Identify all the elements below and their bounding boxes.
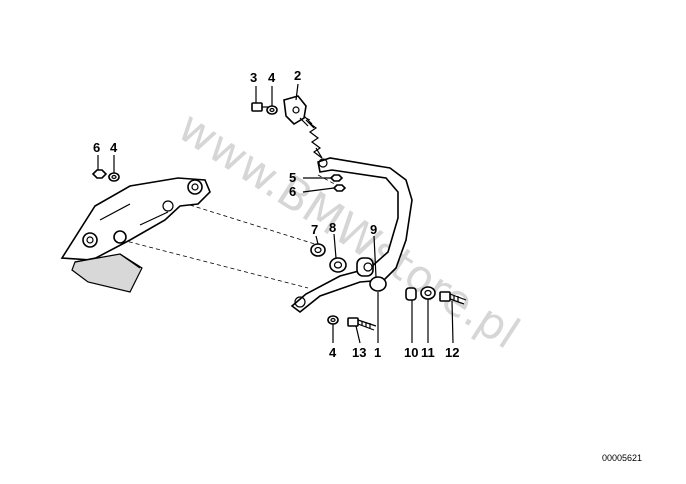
callout-leaders (97, 83, 454, 344)
callout-4: 4 (110, 140, 118, 155)
nut-washer-left (91, 169, 120, 182)
bolt-clamp-top (251, 95, 315, 129)
return-spring (307, 121, 323, 159)
callout-9: 9 (370, 222, 377, 237)
callout-6: 6 (289, 184, 296, 199)
callout-3: 3 (250, 70, 257, 85)
callout-1: 1 (374, 345, 381, 360)
footrest-pad (71, 253, 143, 293)
bushings (310, 243, 387, 292)
callout-labels: 3 4 2 6 4 5 6 7 8 9 4 13 1 10 11 12 (93, 68, 459, 360)
callout-6: 6 (93, 140, 100, 155)
callout-13: 13 (352, 345, 366, 360)
callout-5: 5 (289, 170, 296, 185)
callout-2: 2 (294, 68, 301, 83)
mounting-plate (60, 177, 211, 261)
nut-lever (329, 174, 347, 192)
callout-12: 12 (445, 345, 459, 360)
callout-4: 4 (268, 70, 276, 85)
callout-8: 8 (329, 220, 336, 235)
callout-4: 4 (329, 345, 337, 360)
pedal-lever (290, 147, 413, 314)
callout-7: 7 (311, 222, 318, 237)
bolt-bottom (327, 315, 377, 331)
pivot-hardware-right (405, 286, 467, 305)
callout-11: 11 (421, 345, 435, 360)
diagram-code: 00005621 (602, 453, 642, 463)
callout-10: 10 (404, 345, 418, 360)
